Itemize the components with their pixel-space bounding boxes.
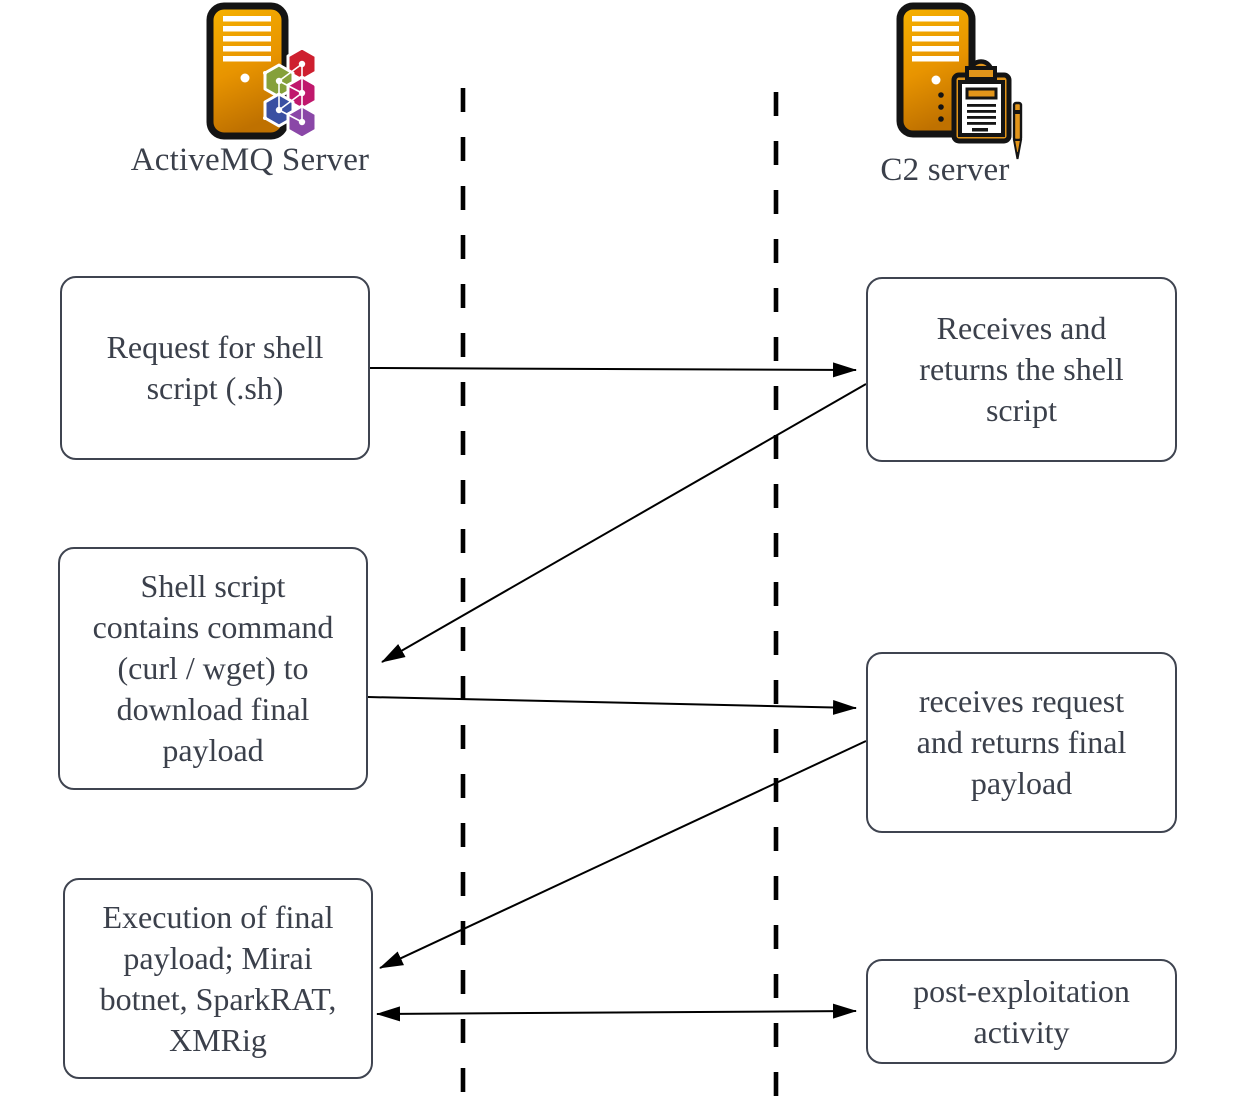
box-receives-returns-payload: receives request and returns final paylo… (866, 652, 1177, 833)
box-execution-final-payload: Execution of final payload; Mirai botnet… (63, 878, 373, 1079)
box-receives-returns-shell-text: Receives and returns the shell script (919, 310, 1124, 428)
arrow-final-payload-return (379, 740, 867, 969)
box-post-exploitation-text: post-exploitation activity (913, 972, 1130, 1050)
arrow-shell-script-return (381, 383, 867, 663)
box-shell-script-contains-text: Shell script contains command (curl / wg… (92, 568, 334, 768)
box-post-exploitation: post-exploitation activity (866, 959, 1177, 1064)
arrow-post-exploitation-bidirectional (376, 1003, 857, 1022)
box-execution-final-payload-text: Execution of final payload; Mirai botnet… (99, 898, 337, 1058)
actor-label-c2: C2 server (880, 152, 1010, 188)
box-receives-returns-shell: Receives and returns the shell script (866, 277, 1177, 462)
box-request-shell-script: Request for shell script (.sh) (60, 276, 370, 460)
pen-icon (1012, 101, 1023, 160)
arrow-request-to-c2 (369, 362, 857, 378)
box-shell-script-contains: Shell script contains command (curl / wg… (58, 547, 368, 790)
activemq-server-icon (206, 2, 318, 140)
arrow-download-request (367, 696, 857, 715)
c2-server-icon (896, 2, 1023, 160)
actor-label-activemq: ActiveMQ Server (130, 142, 370, 178)
box-request-shell-script-text: Request for shell script (.sh) (106, 329, 324, 406)
box-receives-returns-payload-text: receives request and returns final paylo… (916, 683, 1127, 801)
